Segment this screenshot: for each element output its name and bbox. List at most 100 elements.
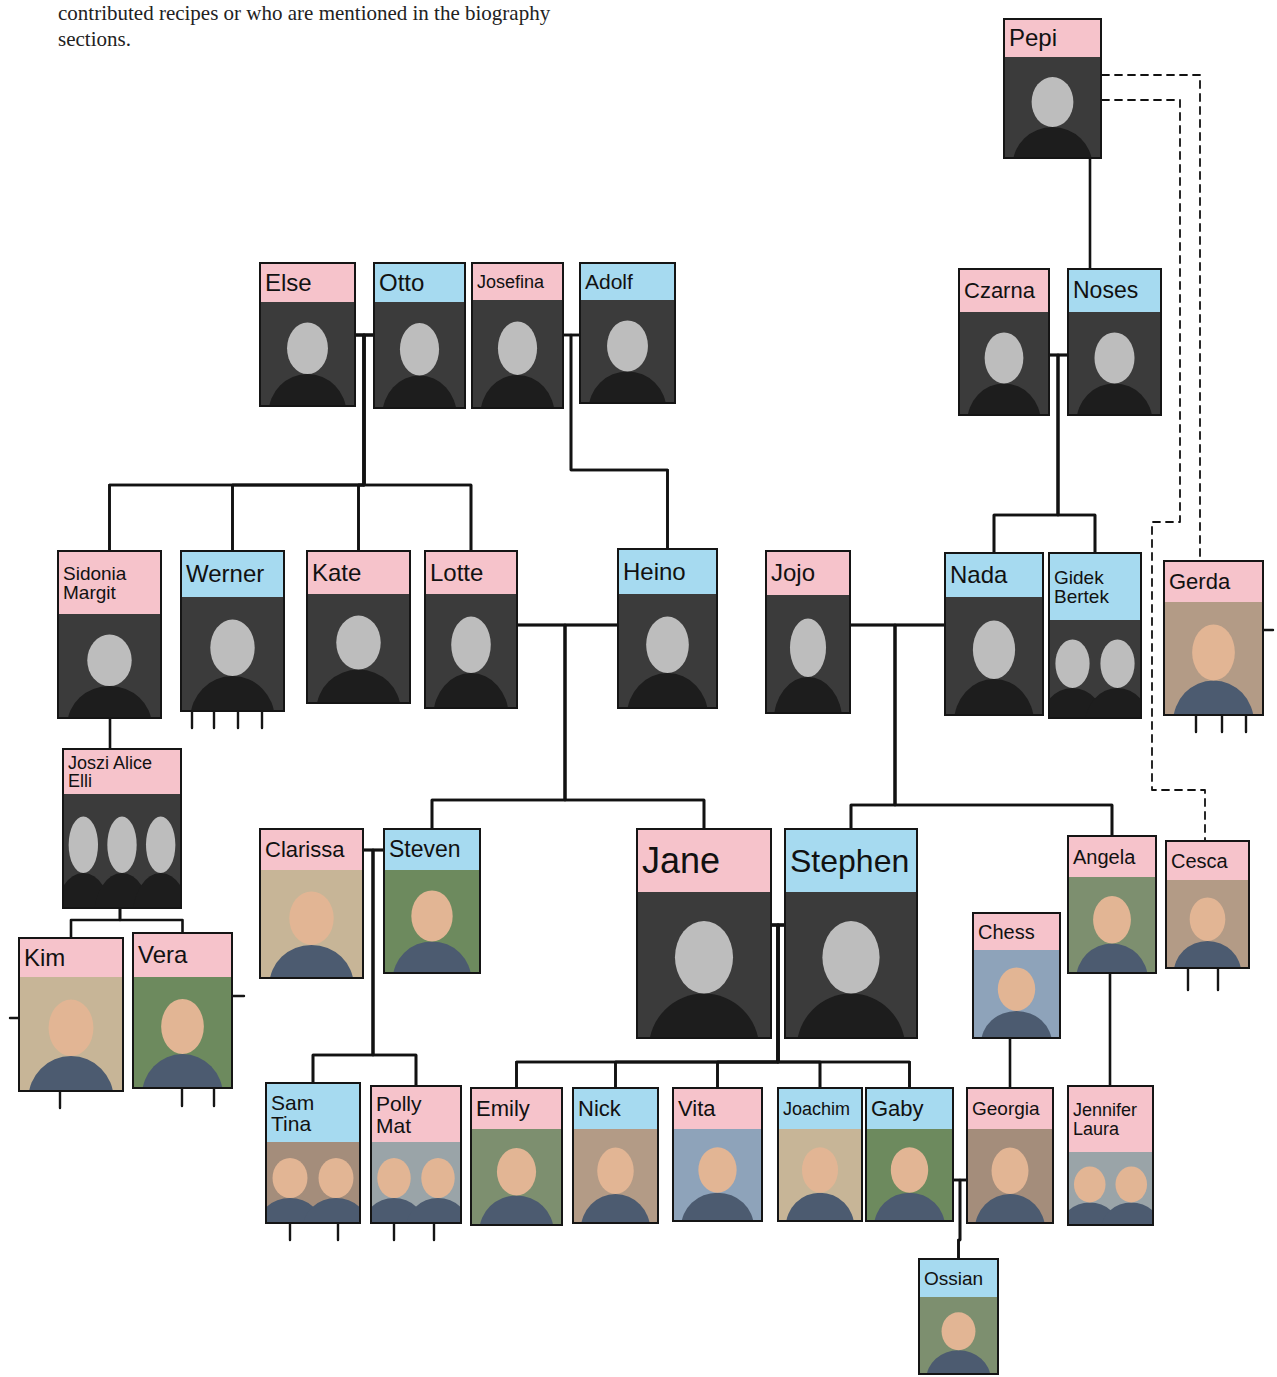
person-name: Jane: [642, 843, 720, 880]
person-name: Gaby: [871, 1098, 924, 1120]
portrait-head: [498, 321, 537, 375]
portrait-body: [797, 994, 906, 1038]
portrait-head: [377, 1158, 410, 1198]
portrait: [1069, 877, 1155, 972]
portrait-body: [926, 1350, 990, 1373]
portrait-head: [336, 616, 380, 670]
portrait-body: [382, 376, 456, 408]
name-tag: Gerda: [1165, 562, 1262, 602]
portrait-figure: [674, 1129, 761, 1220]
person-card: Sam Tina: [265, 1082, 361, 1224]
name-tag: Jojo: [767, 552, 849, 595]
portrait-figure: [619, 594, 716, 707]
name-tag: Else: [261, 264, 354, 302]
person-card: Joszi Alice Elli: [62, 748, 182, 909]
family-line: [851, 625, 895, 828]
name-tag: Cesca: [1167, 842, 1248, 880]
portrait: [372, 1142, 460, 1222]
person-card: Cesca: [1165, 840, 1250, 969]
portrait-body: [589, 371, 667, 402]
portrait: [261, 870, 362, 977]
person-name: Angela: [1073, 847, 1135, 867]
portrait-head: [289, 891, 333, 945]
portrait-head: [400, 323, 439, 376]
portrait-figure: [59, 614, 160, 717]
portrait-head: [1074, 1166, 1106, 1202]
portrait: [261, 302, 354, 405]
name-tag: Werner: [182, 552, 283, 597]
name-tag: Joachim: [779, 1089, 861, 1129]
person-name: Heino: [623, 560, 686, 584]
person-name: Vita: [678, 1098, 716, 1120]
portrait-head: [985, 332, 1024, 383]
person-card: Ossian: [918, 1258, 999, 1375]
portrait-head: [1055, 639, 1089, 688]
descendant-stub: [10, 630, 1273, 1240]
portrait-body: [786, 1193, 855, 1220]
portrait: [59, 614, 160, 717]
family-line: [71, 909, 120, 937]
portrait-body: [1173, 680, 1254, 714]
person-card: Kate: [306, 550, 411, 704]
person-card: Gaby: [865, 1087, 954, 1222]
name-tag: Polly Mat: [372, 1087, 460, 1142]
name-tag: Nada: [946, 554, 1042, 597]
person-name: Gerda: [1169, 571, 1230, 593]
portrait-body: [967, 383, 1041, 414]
portrait: [472, 1129, 561, 1224]
portrait-head: [1032, 77, 1074, 127]
portrait-head: [942, 1312, 976, 1350]
family-line: [851, 625, 944, 828]
portrait-figure: [1069, 877, 1155, 972]
person-name: Ossian: [924, 1269, 983, 1288]
family-line: [1109, 974, 1112, 1085]
name-tag: Steven: [385, 830, 479, 870]
portrait-body: [269, 374, 347, 405]
portrait: [1069, 312, 1160, 414]
person-card: Sidonia Margit: [57, 550, 162, 719]
portrait-figure: [960, 312, 1048, 414]
portrait: [574, 1129, 657, 1222]
portrait-body: [480, 375, 554, 407]
name-tag: Jennifer Laura: [1069, 1087, 1152, 1152]
name-tag: Gaby: [867, 1089, 952, 1129]
portrait-body: [1013, 127, 1092, 157]
name-tag: Adolf: [581, 264, 674, 300]
portrait-head: [273, 1158, 308, 1198]
person-name: Cesca: [1171, 851, 1228, 871]
name-tag: Georgia: [968, 1089, 1052, 1129]
person-name: Kate: [312, 561, 361, 585]
person-name: Adolf: [585, 271, 633, 292]
person-card: Steven: [383, 828, 481, 974]
person-name: Chess: [978, 922, 1035, 942]
portrait-body: [393, 941, 472, 972]
person-name: Else: [265, 271, 312, 295]
name-tag: Emily: [472, 1089, 561, 1129]
portrait-body: [190, 676, 274, 710]
portrait-head: [319, 1158, 354, 1198]
person-card: Emily: [470, 1087, 563, 1226]
portrait-body: [581, 1194, 650, 1222]
portrait-figure: [1050, 620, 1140, 717]
portrait-head: [1093, 896, 1131, 944]
portrait-head: [597, 1148, 634, 1195]
person-name: Czarna: [964, 280, 1035, 302]
person-card: Noses: [1067, 268, 1162, 416]
family-line: [959, 1180, 967, 1258]
portrait-body: [142, 1054, 223, 1087]
person-card: Otto: [373, 262, 466, 409]
name-tag: Gidek Bertek: [1050, 554, 1140, 620]
portrait-head: [451, 617, 491, 674]
portrait: [674, 1129, 761, 1220]
portrait-figure: [426, 594, 516, 707]
portrait-head: [287, 323, 328, 375]
name-tag: Stephen: [786, 830, 916, 892]
portrait-figure: [867, 1129, 952, 1220]
person-name: Sam Tina: [271, 1092, 355, 1135]
person-name: Gidek Bertek: [1054, 568, 1136, 607]
person-card: Adolf: [579, 262, 676, 404]
name-tag: Sam Tina: [267, 1084, 359, 1142]
portrait-body: [1101, 1202, 1152, 1224]
portrait-head: [1192, 624, 1235, 680]
person-name: Polly Mat: [376, 1093, 456, 1136]
